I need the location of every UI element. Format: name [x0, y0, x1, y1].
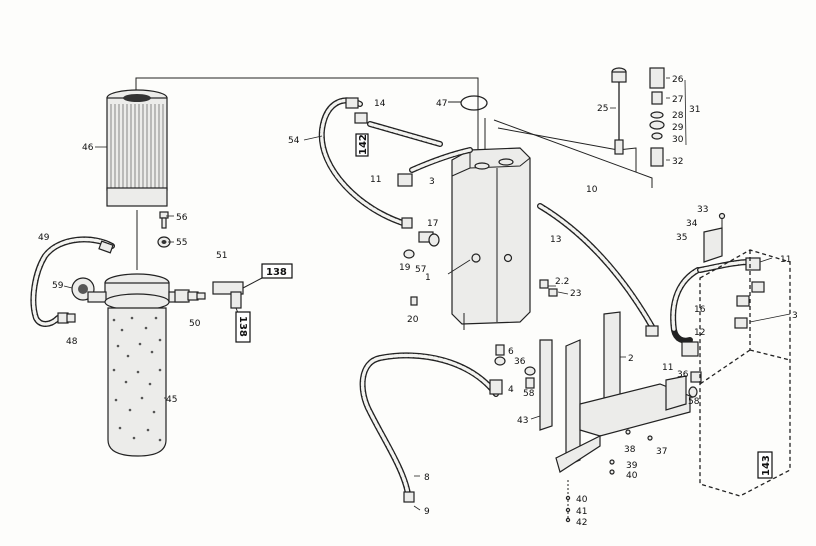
- svg-text:143: 143: [761, 455, 772, 476]
- callout-59: 59: [52, 281, 64, 291]
- ref-box-143: 143: [757, 451, 773, 479]
- callout-28: 28: [672, 111, 684, 121]
- callout-57: 57: [415, 265, 426, 275]
- callout-22: 2.2: [555, 277, 569, 287]
- callout-3a: 3: [429, 177, 435, 187]
- callout-56: 56: [176, 213, 188, 223]
- callout-41: 41: [576, 507, 587, 517]
- callout-9: 9: [424, 507, 430, 517]
- hose-left: [30, 236, 115, 327]
- leader-ticks: [63, 77, 791, 511]
- callout-4: 4: [508, 385, 514, 395]
- callout-30: 30: [672, 135, 684, 145]
- callout-20: 20: [407, 315, 419, 325]
- callout-11a: 11: [370, 175, 381, 185]
- frame-bracket: [539, 311, 691, 473]
- callout-54: 54: [288, 136, 300, 146]
- svg-text:138: 138: [266, 267, 287, 278]
- callout-14: 14: [374, 99, 386, 109]
- callout-55: 55: [176, 238, 187, 248]
- ref-box-142: 142: [355, 133, 369, 157]
- filter-head: [87, 273, 188, 311]
- callout-36a: 36: [514, 357, 526, 367]
- callout-47: 47: [436, 99, 447, 109]
- callout-58b: 58: [688, 397, 700, 407]
- callout-34: 34: [686, 219, 698, 229]
- callout-32: 32: [672, 157, 683, 167]
- callout-49: 49: [38, 233, 50, 243]
- callout-27: 27: [672, 95, 683, 105]
- callout-36b: 36: [677, 370, 689, 380]
- callout-48: 48: [66, 337, 78, 347]
- ref-box-138-vertical: 138: [235, 311, 251, 343]
- filter-bowl: [107, 307, 167, 457]
- hose-13: [537, 203, 657, 333]
- callout-17: 17: [427, 219, 438, 229]
- callout-43: 43: [517, 416, 528, 426]
- callout-6: 6: [508, 347, 514, 357]
- fuel-tank: [451, 147, 531, 330]
- callout-3b: 3: [792, 311, 798, 321]
- callout-31: 31: [689, 105, 700, 115]
- callout-11c: 11: [662, 363, 673, 373]
- callout-13: 13: [550, 235, 561, 245]
- callout-29: 29: [672, 123, 684, 133]
- callout-40b: 40: [576, 495, 588, 505]
- bleed-screw: [159, 211, 169, 229]
- callout-10: 10: [586, 185, 598, 195]
- sender-parts-stack: [649, 67, 665, 167]
- callout-26: 26: [672, 75, 684, 85]
- tank-cap-seal: [460, 95, 488, 111]
- callout-16: 16: [694, 305, 706, 315]
- callout-46: 46: [82, 143, 94, 153]
- callout-51: 51: [216, 251, 227, 261]
- callout-40a: 40: [626, 471, 638, 481]
- callout-19: 19: [399, 263, 411, 273]
- filter-element: [106, 89, 168, 207]
- svg-text:142: 142: [358, 134, 369, 155]
- callout-23: 23: [570, 289, 581, 299]
- callout-35: 35: [676, 233, 687, 243]
- callout-11b: 11: [780, 255, 791, 265]
- adapter-fitting: [174, 289, 206, 303]
- callout-39: 39: [626, 461, 638, 471]
- callout-12: 12: [694, 328, 705, 338]
- banjo-fitting: [57, 312, 76, 324]
- callout-33: 33: [697, 205, 708, 215]
- callout-37: 37: [656, 447, 667, 457]
- mounting-bracket: [703, 212, 726, 263]
- callout-50: 50: [189, 319, 201, 329]
- callout-2: 2: [628, 354, 634, 364]
- callout-38: 38: [624, 445, 636, 455]
- callout-1: 1: [425, 273, 431, 283]
- callout-42: 42: [576, 518, 587, 528]
- leader-line-top: [135, 77, 479, 118]
- svg-text:138: 138: [237, 316, 248, 337]
- dipstick: [611, 67, 627, 155]
- callout-labels: 1 2 2.2 3 3 4 6 8 9 10 11 11 11 12 13 14…: [38, 75, 798, 528]
- callout-8: 8: [424, 473, 430, 483]
- callout-25: 25: [597, 104, 608, 114]
- callout-45: 45: [166, 395, 177, 405]
- auxiliary-tank: [699, 249, 791, 497]
- ref-box-138-horizontal: 138: [261, 263, 293, 279]
- callout-58a: 58: [523, 389, 535, 399]
